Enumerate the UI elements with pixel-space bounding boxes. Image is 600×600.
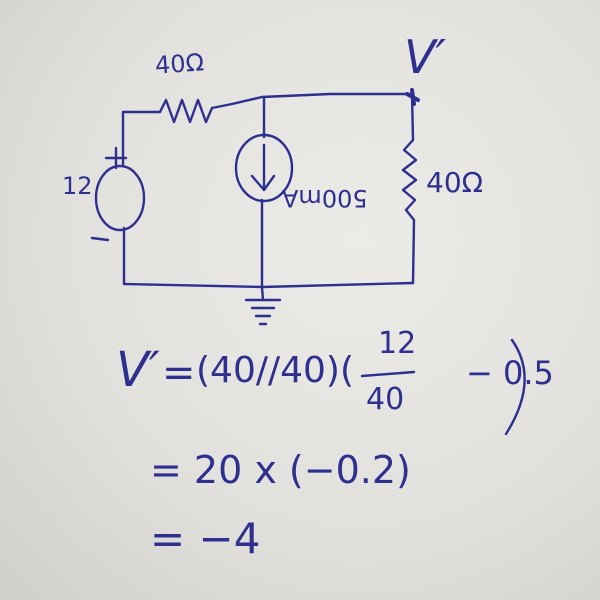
wire-bottom (122, 281, 415, 289)
wire-mid-bottom (260, 198, 265, 302)
wire-right-bottom (404, 208, 416, 285)
node-voltage-label: V′ (404, 30, 446, 84)
fraction-bar (360, 370, 416, 378)
current-arrow (250, 143, 276, 192)
resistor-r1-label: 40Ω (154, 48, 205, 80)
equation-line-2: = 20 x (−0.2) (150, 448, 411, 492)
big-close-paren (504, 338, 526, 436)
equation-equals: = (162, 350, 196, 396)
wire-right-top (410, 92, 415, 142)
wire-top (210, 92, 414, 110)
current-source (234, 133, 294, 203)
current-source-label: 500mA (282, 184, 368, 212)
ground-symbol (244, 298, 282, 326)
equation-subtract-term: − 0.5 (466, 354, 554, 392)
fraction-numerator: 12 (378, 326, 417, 361)
resistor-r2 (401, 138, 418, 212)
equation-parallel-term: (40//40)( (196, 350, 355, 391)
wire-left-top (121, 110, 162, 167)
voltage-source-label: 12 (62, 172, 93, 200)
source-minus-sign (90, 236, 110, 242)
voltage-source (94, 164, 146, 232)
resistor-r2-label: 40Ω (426, 166, 484, 199)
equation-line-3: = −4 (150, 514, 261, 563)
source-plus-sign (104, 146, 128, 170)
fraction-denominator: 40 (366, 382, 405, 417)
resistor-r1 (158, 98, 214, 124)
equation-lhs: V′ (116, 342, 160, 398)
